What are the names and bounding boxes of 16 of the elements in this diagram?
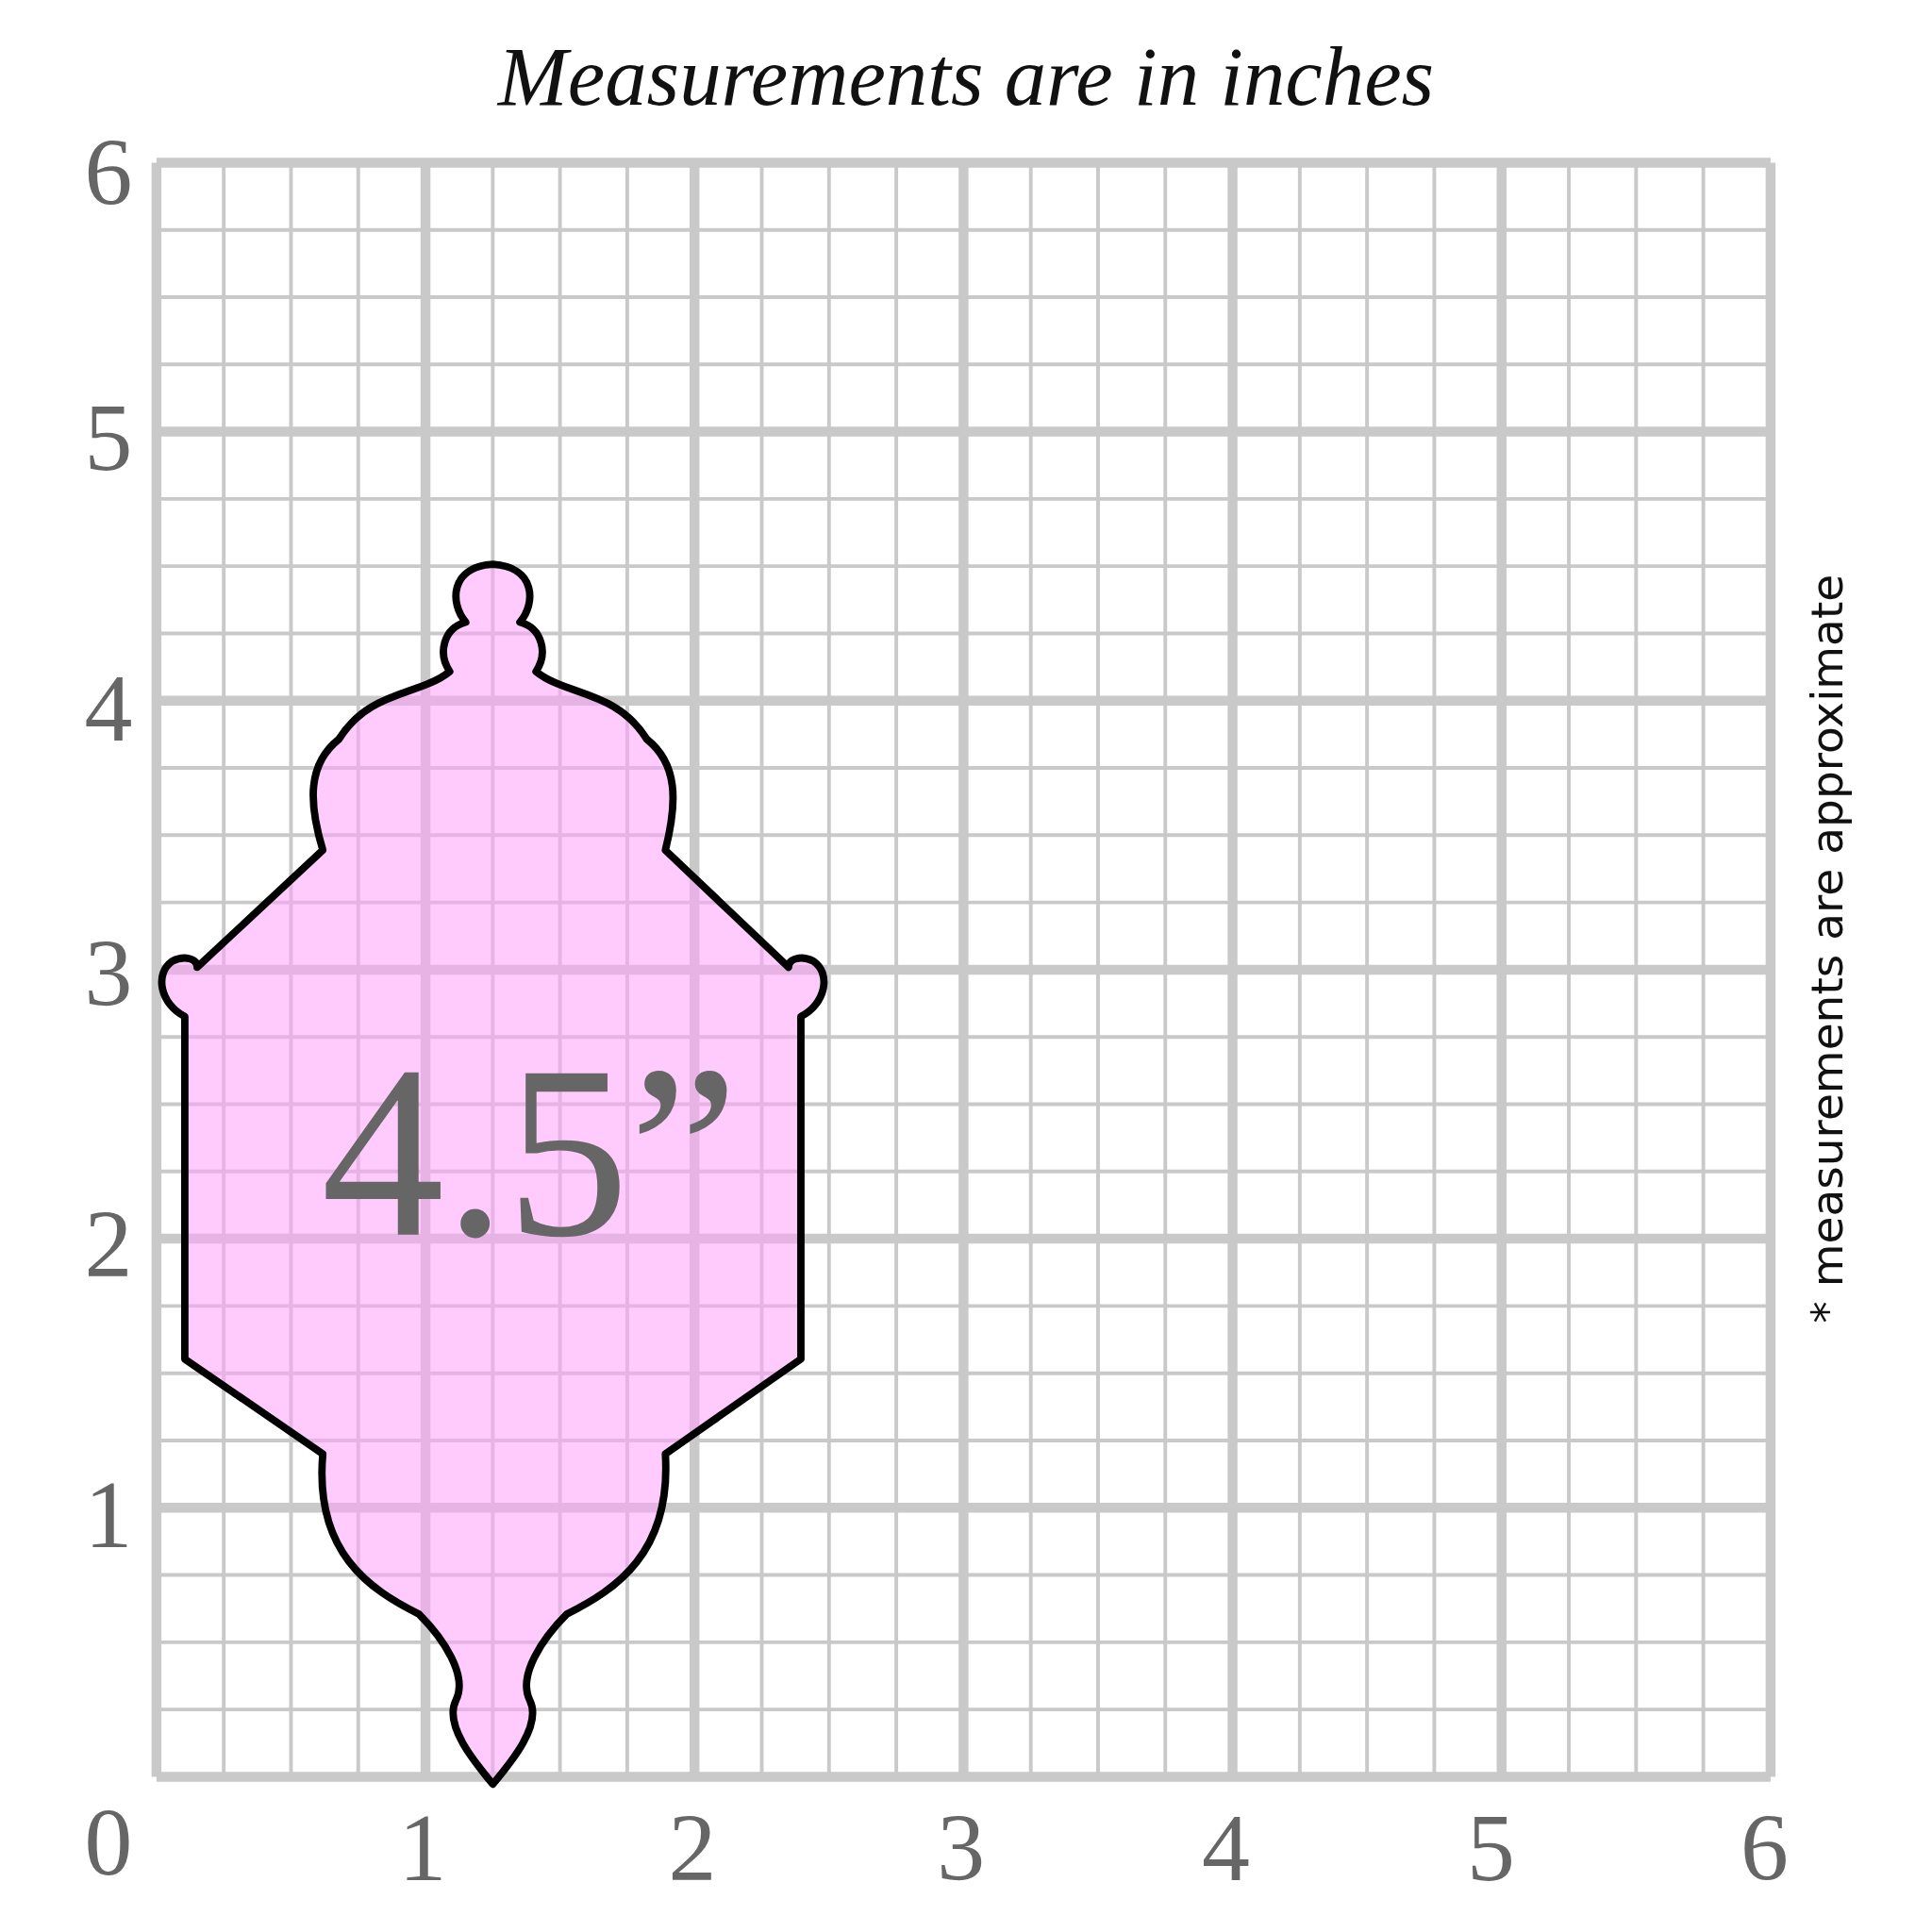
axis-tick-label: 2 [668,1800,717,1897]
axis-tick-label: 4 [1202,1800,1251,1897]
axis-tick-label: 6 [84,124,133,221]
axis-tick-label: 3 [84,924,133,1022]
axis-tick-label: 5 [84,389,133,486]
axis-tick-label: 2 [84,1196,133,1293]
note: * measurements are approximate [1805,574,1850,1324]
axis-tick-label: 4 [84,660,133,757]
axis-tick-label: 3 [937,1800,986,1897]
axis-tick-label: 1 [398,1800,447,1897]
title: Measurements are in inches [497,34,1435,119]
dimension-label: 4.5” [321,1028,739,1275]
axis-tick-label: 1 [84,1467,133,1564]
axis-tick-label: 5 [1466,1800,1515,1897]
axis-tick-label: 6 [1740,1800,1789,1897]
axis-tick-label: 0 [84,1793,133,1890]
